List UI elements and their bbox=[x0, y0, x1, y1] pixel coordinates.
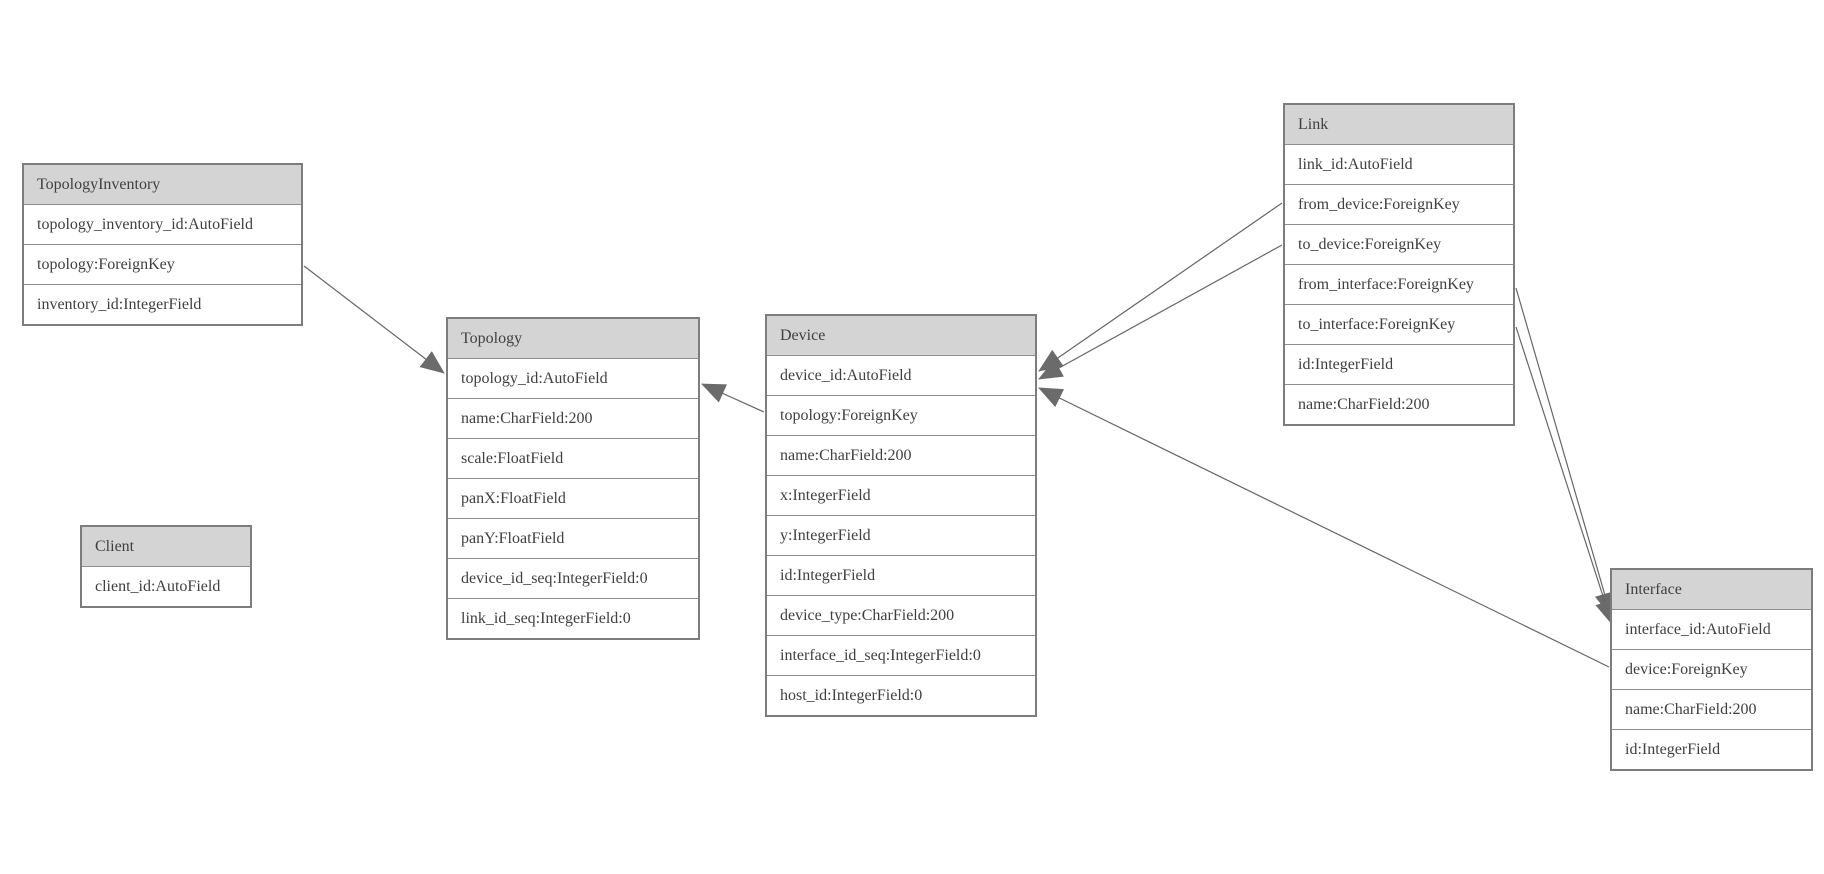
relation-link-from_device-fk bbox=[1038, 202, 1283, 372]
entity-topologyinventory-field-2: inventory_id:IntegerField bbox=[24, 284, 301, 324]
entity-interface-field-1: device:ForeignKey bbox=[1612, 649, 1811, 689]
entity-client-field-0: client_id:AutoField bbox=[82, 566, 250, 606]
entity-topology-field-6: link_id_seq:IntegerField:0 bbox=[448, 598, 698, 638]
entity-device-field-1: topology:ForeignKey bbox=[767, 395, 1035, 435]
entity-device-field-8: host_id:IntegerField:0 bbox=[767, 675, 1035, 715]
entity-link-field-2: to_device:ForeignKey bbox=[1285, 224, 1513, 264]
entity-topology-field-0: topology_id:AutoField bbox=[448, 358, 698, 398]
entity-device-field-7: interface_id_seq:IntegerField:0 bbox=[767, 635, 1035, 675]
entity-title-client: Client bbox=[82, 527, 250, 566]
entity-topology-field-5: device_id_seq:IntegerField:0 bbox=[448, 558, 698, 598]
relation-link-to_device-fk bbox=[1038, 244, 1283, 380]
entity-topology-field-2: scale:FloatField bbox=[448, 438, 698, 478]
entity-interface-field-3: id:IntegerField bbox=[1612, 729, 1811, 769]
entity-topologyinventory-field-1: topology:ForeignKey bbox=[24, 244, 301, 284]
entity-device-field-4: y:IntegerField bbox=[767, 515, 1035, 555]
entity-device-field-6: device_type:CharField:200 bbox=[767, 595, 1035, 635]
relation-link-to_interface-fk bbox=[1515, 326, 1615, 625]
entity-title-topology: Topology bbox=[448, 319, 698, 358]
entity-link-field-6: name:CharField:200 bbox=[1285, 384, 1513, 424]
entity-link-field-3: from_interface:ForeignKey bbox=[1285, 264, 1513, 304]
entity-title-topologyinventory: TopologyInventory bbox=[24, 165, 301, 204]
relation-interface-device-fk bbox=[1038, 387, 1610, 668]
relation-topologyinventory-topology-fk bbox=[303, 265, 445, 374]
entity-link-field-5: id:IntegerField bbox=[1285, 344, 1513, 384]
relation-device-topology-fk bbox=[701, 383, 765, 413]
entity-link-field-4: to_interface:ForeignKey bbox=[1285, 304, 1513, 344]
entity-title-link: Link bbox=[1285, 105, 1513, 144]
entity-interface-field-2: name:CharField:200 bbox=[1612, 689, 1811, 729]
entity-device-field-2: name:CharField:200 bbox=[767, 435, 1035, 475]
entity-interface-field-0: interface_id:AutoField bbox=[1612, 609, 1811, 649]
entity-device-field-5: id:IntegerField bbox=[767, 555, 1035, 595]
entity-topology-field-1: name:CharField:200 bbox=[448, 398, 698, 438]
entity-device-field-0: device_id:AutoField bbox=[767, 355, 1035, 395]
entity-link-field-0: link_id:AutoField bbox=[1285, 144, 1513, 184]
entity-topologyinventory-field-0: topology_inventory_id:AutoField bbox=[24, 204, 301, 244]
entity-topology-field-4: panY:FloatField bbox=[448, 518, 698, 558]
entity-title-interface: Interface bbox=[1612, 570, 1811, 609]
entity-topology-field-3: panX:FloatField bbox=[448, 478, 698, 518]
entity-title-device: Device bbox=[767, 316, 1035, 355]
entity-device-field-3: x:IntegerField bbox=[767, 475, 1035, 515]
relation-link-from_interface-fk bbox=[1515, 287, 1615, 617]
entity-link-field-1: from_device:ForeignKey bbox=[1285, 184, 1513, 224]
